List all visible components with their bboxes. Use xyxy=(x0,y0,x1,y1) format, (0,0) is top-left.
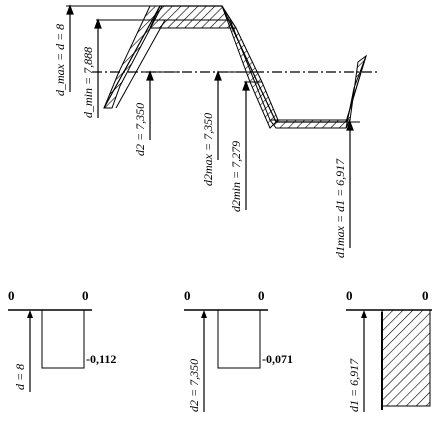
tolerance-box-2 xyxy=(217,309,261,369)
zero-right-2: 0 xyxy=(258,288,265,303)
dimension-arrows xyxy=(66,4,354,248)
tolerance-field-major: 0 0 -0,112 d = 8 xyxy=(8,288,116,392)
tolerance-field-minor: 0 0 d1 = 6,917 xyxy=(346,288,432,412)
profile-outline xyxy=(103,5,367,123)
label-d1max: d1max = d1 = 6,917 xyxy=(333,158,347,258)
tolerance-field-pitch: 0 0 -0,071 d2 = 7,350 xyxy=(184,288,293,412)
zero-left-1: 0 xyxy=(8,288,15,303)
label-d2min: d2min = 7,279 xyxy=(229,141,243,212)
label-dmax: d_max = d = 8 xyxy=(53,24,67,96)
zero-right-3: 0 xyxy=(422,288,429,303)
tolerance-box-3 xyxy=(381,309,431,407)
axis-label-1: d = 8 xyxy=(13,364,27,390)
axis-label-2: d2 = 7,350 xyxy=(187,359,201,412)
zero-left-2: 0 xyxy=(184,288,191,303)
deviation-2: -0,071 xyxy=(262,352,293,366)
profile-inner-outline xyxy=(115,19,271,121)
axis-label-3: d1 = 6,917 xyxy=(347,358,361,412)
label-dmin: d_min = 7,888 xyxy=(81,47,95,118)
zero-left-3: 0 xyxy=(346,288,353,303)
label-d2: d2 = 7,350 xyxy=(133,103,147,156)
tolerance-box-1 xyxy=(41,309,85,369)
label-d2max: d2max = 7,350 xyxy=(201,113,215,186)
zero-right-1: 0 xyxy=(82,288,89,303)
deviation-1: -0,112 xyxy=(86,352,116,366)
thread-profile: d_max = d = 8 d_min = 7,888 d2 = 7,350 d… xyxy=(53,4,380,258)
right-rising-flank-zone xyxy=(345,54,368,129)
root-tolerance-zone xyxy=(269,119,351,129)
